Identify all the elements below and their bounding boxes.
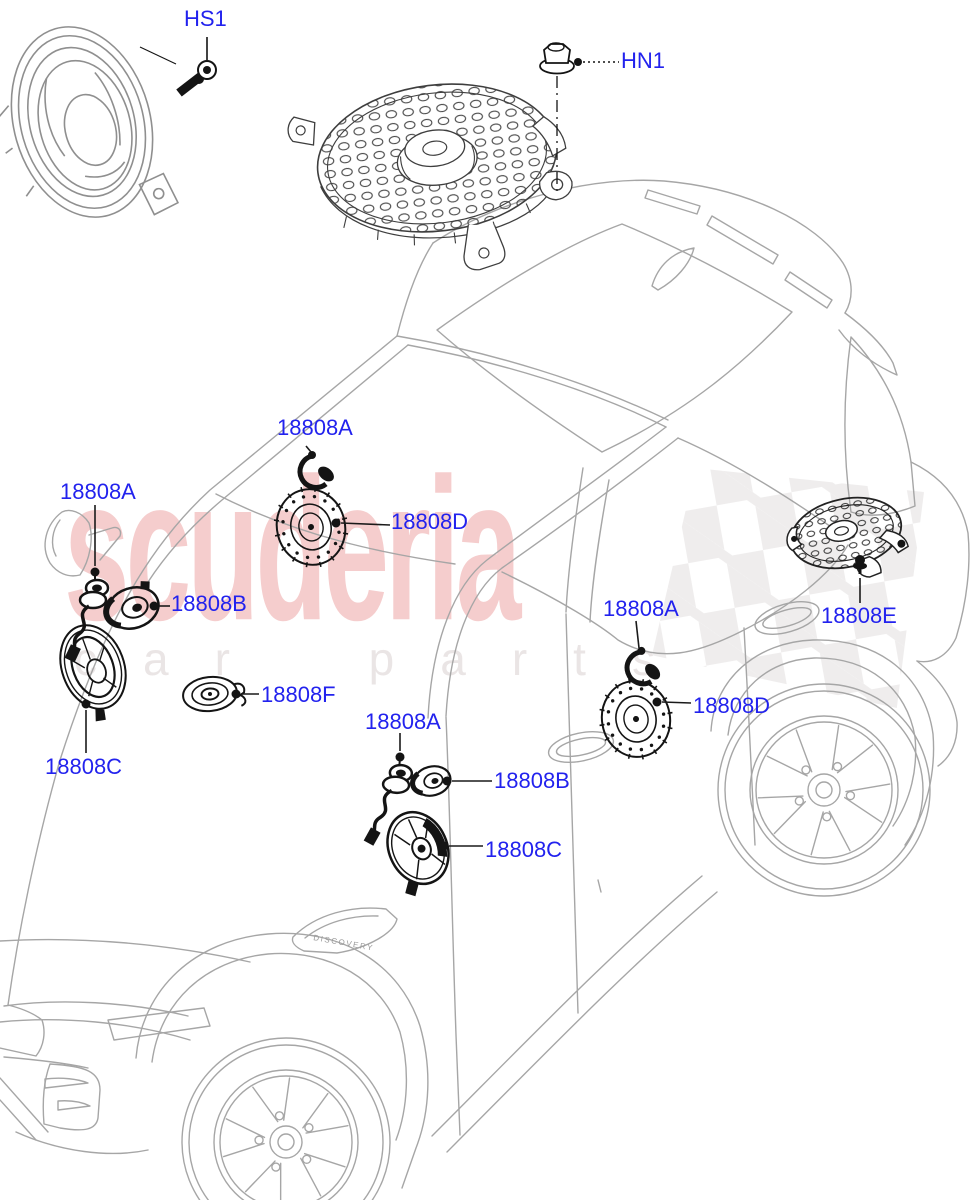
sill-line bbox=[431, 875, 703, 1137]
callout-18808a-windshield[interactable]: 18808A bbox=[277, 415, 353, 440]
roof-rail bbox=[706, 215, 779, 265]
roof-rail bbox=[644, 189, 701, 215]
tweeter-clip-18808a bbox=[297, 451, 334, 490]
roof-antenna bbox=[651, 247, 695, 291]
side-mirror bbox=[44, 509, 92, 577]
vehicle-line-art: DISCOVERY bbox=[0, 179, 970, 1200]
rear-door-handle bbox=[754, 601, 820, 635]
callout-18808c-front-door[interactable]: 18808C bbox=[485, 837, 563, 862]
callout-18808a-cowl[interactable]: 18808A bbox=[60, 479, 136, 504]
watermark-subtitle-text: car parts bbox=[74, 633, 701, 685]
subwoofer-18808e bbox=[786, 496, 909, 578]
fog-intake bbox=[42, 1063, 101, 1131]
callout-18808e[interactable]: 18808E bbox=[821, 603, 897, 628]
tweeter-wire-18808a bbox=[363, 752, 414, 846]
bolt-18808e bbox=[853, 555, 867, 574]
front-door-seam bbox=[445, 716, 461, 1136]
sunroof bbox=[436, 223, 793, 453]
fender-vent bbox=[291, 907, 398, 954]
callout-18808f[interactable]: 18808F bbox=[261, 682, 336, 707]
speaker-18808d-dash bbox=[273, 486, 349, 568]
front-wheel bbox=[181, 1037, 391, 1200]
callout-18808b-front-door[interactable]: 18808B bbox=[494, 768, 570, 793]
bumper-bottom bbox=[15, 1131, 149, 1155]
tweeter-clip-18808a bbox=[624, 646, 661, 687]
b-pillar bbox=[589, 479, 610, 623]
cowl-line bbox=[215, 493, 456, 565]
beltline bbox=[501, 544, 849, 655]
fender-badge: DISCOVERY bbox=[313, 933, 375, 953]
speaker-18808b-dash bbox=[103, 581, 160, 630]
bumper-top bbox=[3, 1056, 89, 1069]
callout-18808a-front-door[interactable]: 18808A bbox=[365, 709, 441, 734]
subwoofer-roof bbox=[287, 83, 573, 271]
nut-hn1 bbox=[539, 42, 619, 196]
front-door-handle bbox=[547, 730, 615, 764]
rear-wheel bbox=[717, 683, 931, 897]
a-pillar bbox=[7, 335, 398, 1006]
callout-18808c-dash[interactable]: 18808C bbox=[45, 754, 123, 779]
watermark-brand-text: scuderia bbox=[64, 436, 521, 664]
rear-door-seam bbox=[743, 627, 756, 846]
speaker-18808c-dash-left bbox=[59, 624, 127, 722]
callout-18808d-dash[interactable]: 18808D bbox=[391, 509, 469, 534]
rear-quarter-glass bbox=[844, 336, 916, 516]
front-wheel-arch bbox=[135, 932, 429, 1189]
headlight bbox=[0, 1004, 45, 1057]
rear-body-edge bbox=[910, 461, 970, 663]
hood-front-edge bbox=[0, 938, 251, 963]
roof-rail bbox=[784, 271, 833, 309]
rear-bumper-corner bbox=[916, 660, 958, 767]
callout-18808b-dash[interactable]: 18808B bbox=[171, 591, 247, 616]
speaker-18808d-rear-door bbox=[599, 678, 673, 760]
callout-hs1[interactable]: HS1 bbox=[184, 6, 227, 31]
callout-hn1[interactable]: HN1 bbox=[621, 48, 666, 73]
screw-hs1 bbox=[139, 37, 217, 97]
rear-spoiler bbox=[838, 312, 898, 376]
callout-18808a-rear-door[interactable]: 18808A bbox=[603, 596, 679, 621]
speaker-large-front-door bbox=[0, 26, 180, 218]
b-pillar-seam bbox=[565, 613, 579, 1014]
hood-badge-plinth bbox=[107, 1007, 211, 1041]
leader-lines bbox=[81, 445, 861, 851]
speaker-18808b-front-door bbox=[410, 765, 452, 797]
callout-18808d-rear-door[interactable]: 18808D bbox=[693, 693, 771, 718]
b-pillar bbox=[565, 467, 584, 613]
